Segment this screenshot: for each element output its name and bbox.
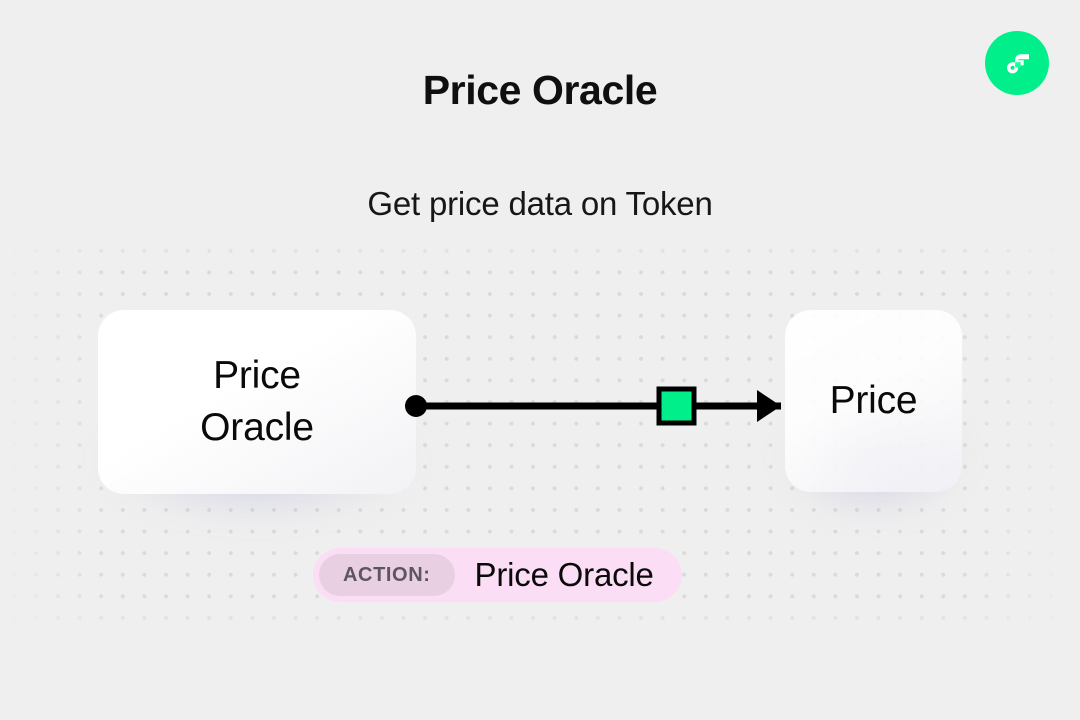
flow-logo (985, 31, 1049, 95)
action-badge-label: ACTION: (319, 554, 455, 596)
green-square-marker-icon[interactable] (656, 386, 697, 426)
node-price[interactable]: Price (785, 310, 962, 492)
action-pill[interactable]: ACTION: Price Oracle (313, 548, 682, 602)
action-name: Price Oracle (474, 556, 654, 593)
connector-edge[interactable] (395, 378, 795, 436)
node-price-label: Price (829, 379, 918, 422)
circle-handle-icon[interactable] (405, 395, 427, 417)
node-price-oracle[interactable]: Price Oracle (98, 310, 416, 494)
page-subtitle: Get price data on Token (367, 185, 713, 222)
node-price-oracle-label: Price Oracle (200, 354, 314, 449)
arrow-head-icon (757, 390, 781, 422)
page-title: Price Oracle (422, 67, 658, 113)
flow-logo-icon (999, 45, 1035, 81)
